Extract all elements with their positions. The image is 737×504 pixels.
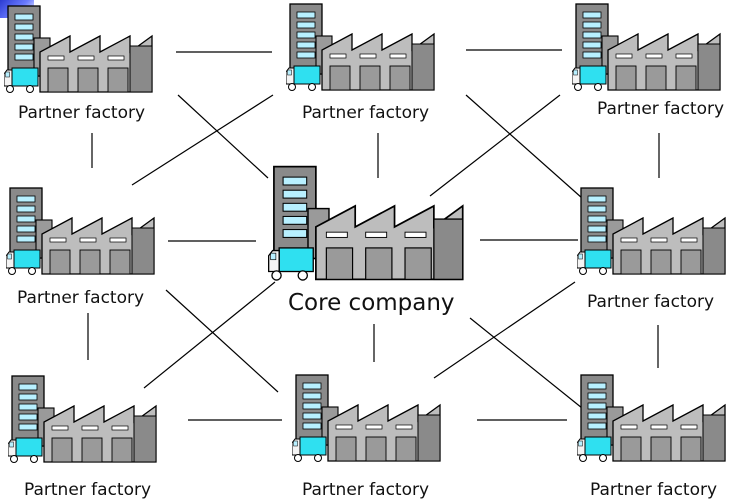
partner-label-p1: Partner factory [18, 103, 146, 123]
partner-label-p8: Partner factory [590, 480, 718, 500]
link-core-p8 [469, 317, 583, 409]
factory-icon-p8 [577, 374, 726, 463]
factory-icon-p6 [8, 375, 157, 464]
factory-icon-p4 [6, 187, 155, 276]
link-p2-p4 [131, 94, 274, 186]
partner-label-p3: Partner factory [597, 99, 725, 119]
factory-icon-p7 [292, 374, 441, 463]
partner-label-p5: Partner factory [587, 292, 715, 312]
factory-icon-p2 [286, 3, 435, 92]
factory-icon-core [268, 165, 464, 281]
link-p5-p7 [433, 281, 576, 379]
partner-label-p2: Partner factory [302, 103, 430, 123]
factory-icon-p3 [572, 3, 721, 92]
connection-lines [87, 49, 660, 421]
link-core-p6 [143, 281, 276, 389]
factory-icon-p1 [4, 5, 153, 94]
factory-icon-p5 [577, 187, 726, 276]
link-p2-p5 [465, 94, 583, 199]
link-p3-core [429, 94, 561, 197]
link-p1-core [177, 94, 269, 179]
link-p4-p7 [165, 289, 279, 393]
core-company-label: Core company [288, 290, 455, 316]
partner-label-p4: Partner factory [17, 288, 145, 308]
partner-label-p7: Partner factory [302, 480, 430, 500]
partner-label-p6: Partner factory [24, 480, 152, 500]
